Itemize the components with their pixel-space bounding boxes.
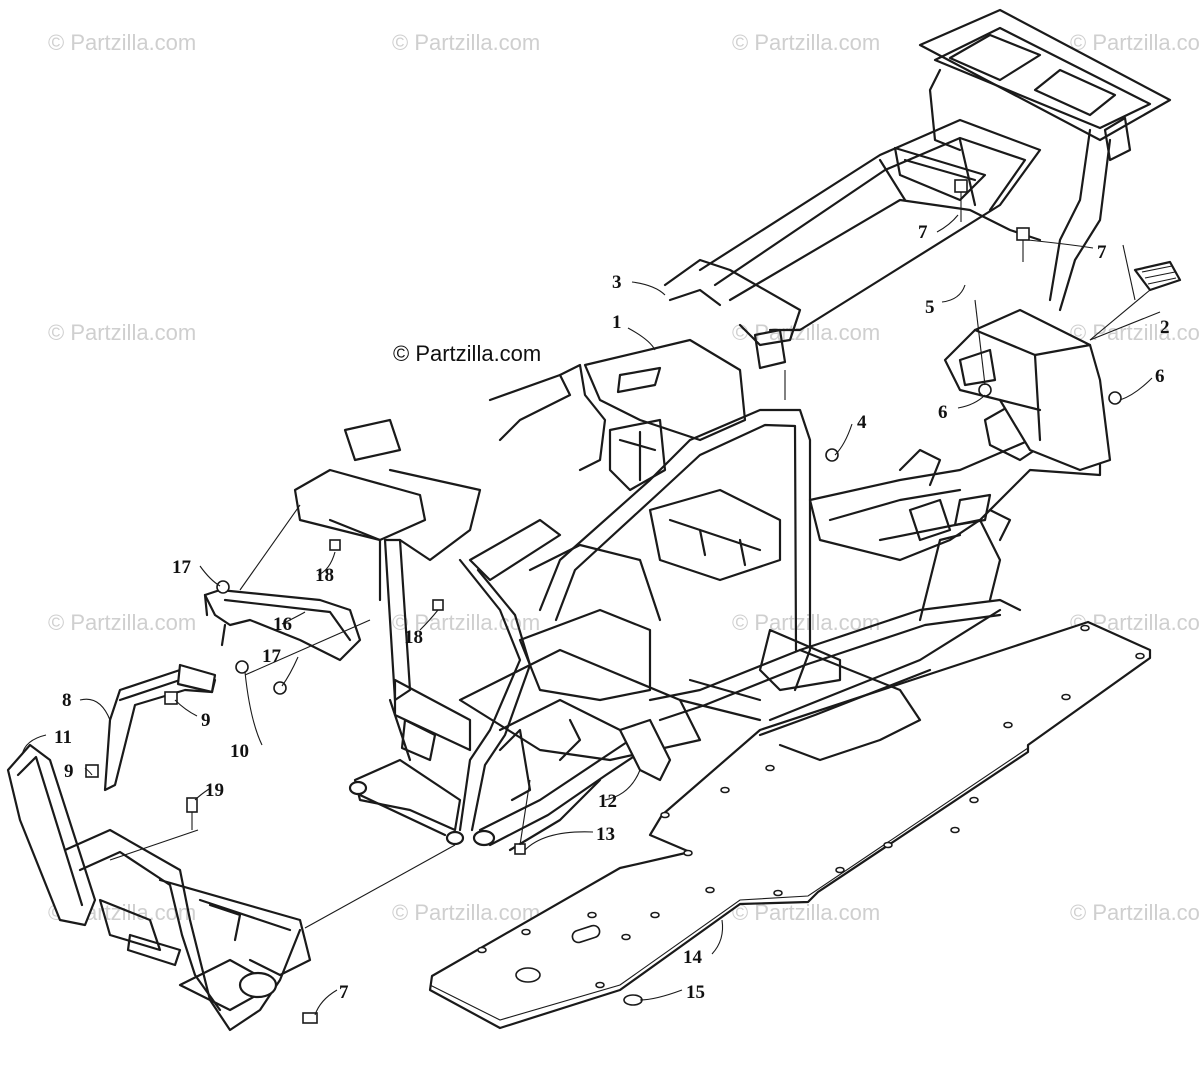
- main-frame: [293, 8, 1172, 852]
- watermark: © Partzilla.com: [732, 320, 880, 345]
- callout-15: 15: [686, 982, 705, 1003]
- watermark: © Partzilla.com: [48, 610, 196, 635]
- nut-4: [825, 448, 839, 462]
- fastener-15: [623, 994, 643, 1006]
- watermark-layer: © Partzilla.com © Partzilla.com © Partzi…: [48, 30, 1200, 925]
- callout-11: 11: [54, 727, 72, 748]
- callout-6-right: 6: [1155, 366, 1165, 387]
- callout-17-lower: 17: [262, 646, 282, 667]
- leader-lines: [21, 214, 1161, 1016]
- callout-17-upper: 17: [172, 557, 192, 578]
- watermark: © Partzilla.com: [1070, 900, 1200, 925]
- front-bumper: [6, 743, 312, 1032]
- copyright-credit: © Partzilla.com: [393, 341, 541, 366]
- skid-plate: [428, 620, 1152, 1030]
- bolt-13: [514, 843, 526, 855]
- bolt-7-rear-left: [954, 179, 968, 222]
- callout-9-upper: 9: [201, 710, 211, 731]
- callout-13: 13: [596, 824, 615, 845]
- bolt-19: [186, 797, 198, 830]
- callout-12: 12: [598, 791, 617, 812]
- rear-bracket: [943, 260, 1182, 472]
- watermark: © Partzilla.com: [392, 30, 540, 55]
- bolt-7-rear-right: [1016, 227, 1030, 262]
- callout-18-upper: 18: [315, 565, 334, 586]
- callout-4: 4: [857, 412, 867, 433]
- callout-8: 8: [62, 690, 72, 711]
- clip-18-lower: [432, 599, 444, 611]
- skid-plate-holes: [477, 624, 1145, 989]
- watermark: © Partzilla.com: [392, 900, 540, 925]
- watermark: © Partzilla.com: [1070, 320, 1200, 345]
- clip-9-upper: [164, 691, 178, 705]
- callout-16: 16: [273, 614, 292, 635]
- callout-19: 19: [205, 780, 224, 801]
- bumper-bracket: [103, 663, 217, 792]
- callout-5: 5: [925, 297, 935, 318]
- watermark: © Partzilla.com: [48, 30, 196, 55]
- callout-14: 14: [683, 947, 703, 968]
- callout-1: 1: [612, 312, 622, 333]
- bolt-10: [235, 660, 249, 674]
- callout-6-left: 6: [938, 402, 948, 423]
- fasteners: [85, 179, 1122, 1024]
- watermark: © Partzilla.com: [732, 30, 880, 55]
- watermark: © Partzilla.com: [48, 320, 196, 345]
- callout-labels: 1 2 3 4 5 6 6 7 7 7 8 9 9 10 11 12 13 14…: [54, 222, 1170, 1003]
- clip-18-upper: [329, 539, 341, 551]
- clip-9-lower: [85, 764, 99, 778]
- callout-18-lower: 18: [404, 627, 423, 648]
- callout-9-lower: 9: [64, 761, 74, 782]
- callout-7-bumper: 7: [339, 982, 349, 1003]
- callout-2: 2: [1160, 317, 1170, 338]
- callout-3: 3: [612, 272, 622, 293]
- watermark: © Partzilla.com: [1070, 30, 1200, 55]
- callout-7-upper-left: 7: [918, 222, 928, 243]
- bolt-7-bumper: [302, 1012, 318, 1024]
- mount-bracket: [203, 588, 362, 662]
- callout-10: 10: [230, 741, 249, 762]
- nut-6-left: [978, 383, 992, 397]
- nut-6-right: [1108, 391, 1122, 405]
- bolt-17-upper: [216, 580, 230, 594]
- callout-7-upper-right: 7: [1097, 242, 1107, 263]
